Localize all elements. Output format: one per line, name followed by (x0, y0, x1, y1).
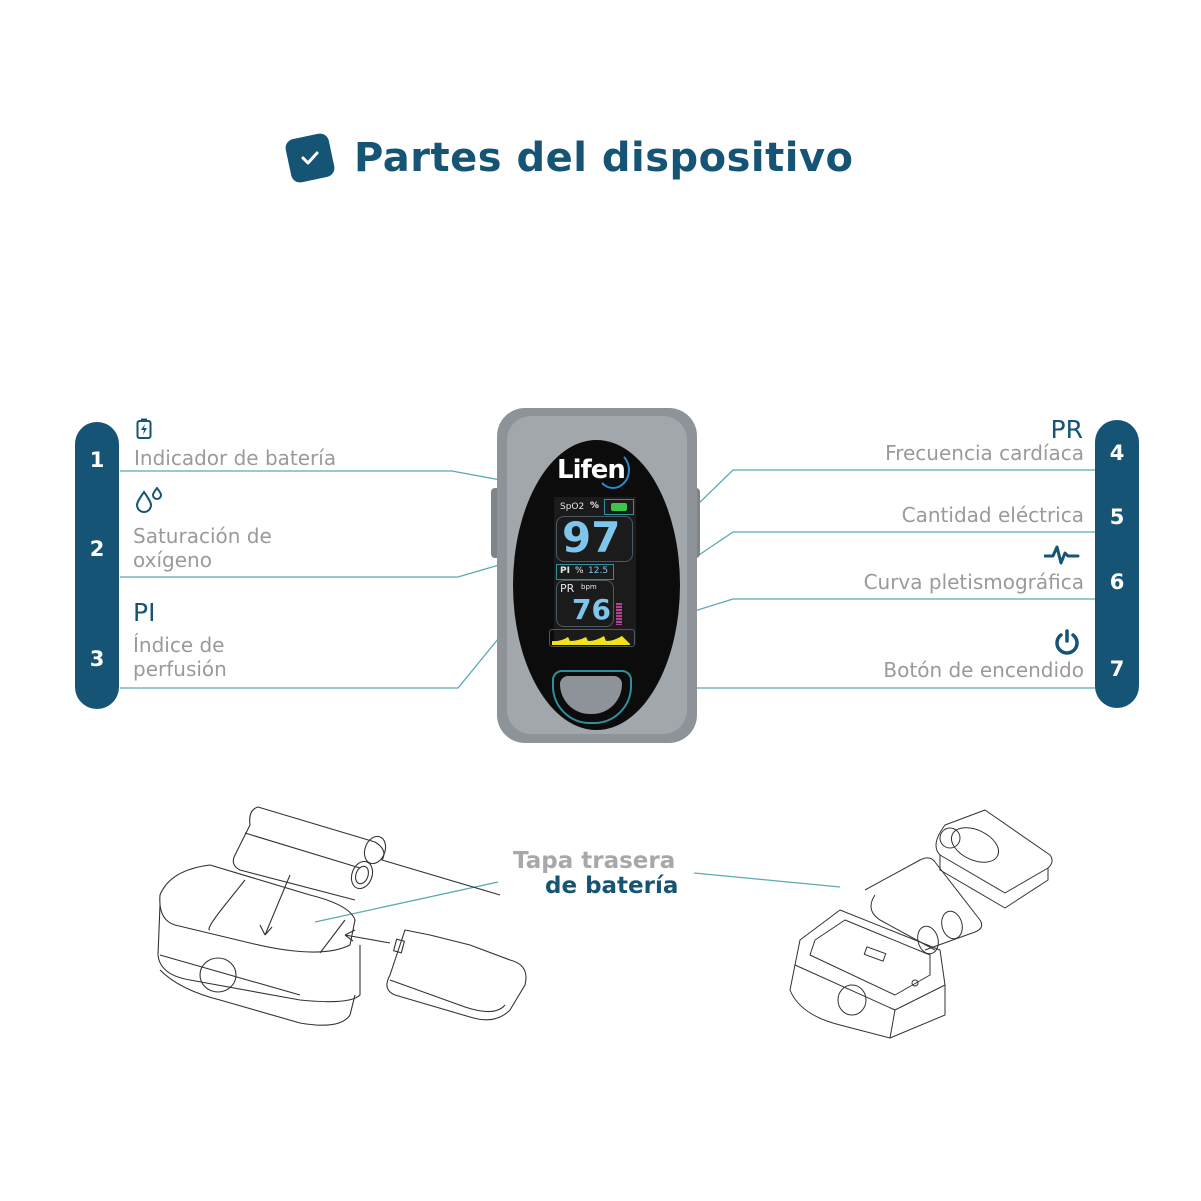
page-title: Partes del dispositivo (354, 135, 854, 181)
heading-pr: PR (1050, 415, 1083, 444)
pr-unit: bpm (581, 583, 597, 591)
water-drops-icon (134, 486, 164, 517)
battery-compartment-diagram (789, 809, 1053, 1039)
spo2-value: 97 (562, 513, 621, 562)
label-perfusion-index: Índice de perfusión (133, 633, 227, 681)
electric-quantity-bars (616, 603, 622, 625)
part-number-2: 2 (89, 537, 105, 561)
part-number-6: 6 (1109, 570, 1125, 594)
pi-unit: % (575, 566, 584, 576)
battery-cover-label-line1: Tapa trasera (513, 848, 676, 874)
pr-label: PR (560, 582, 575, 595)
label-power-button: Botón de encendido (883, 658, 1084, 682)
spo2-label: SpO2 (560, 502, 585, 512)
check-badge-icon (283, 131, 337, 185)
spo2-unit: % (590, 501, 600, 511)
part-number-3: 3 (89, 647, 105, 671)
pulse-wave-icon (1043, 543, 1080, 571)
label-plethysmographic-curve: Curva pletismográfica (863, 570, 1084, 594)
label-oxygen-saturation: Saturación de oxígeno (133, 524, 272, 572)
device-screen: SpO2 % 97 PI % 12.5 PR bpm 76 (549, 497, 636, 647)
pi-value: 12.5 (588, 566, 609, 576)
label-heart-rate: Frecuencia cardíaca (885, 441, 1084, 465)
part-number-7: 7 (1109, 657, 1125, 681)
heading-pi: PI (133, 598, 156, 627)
label-battery-indicator: Indicador de batería (134, 446, 337, 470)
battery-insertion-diagram (157, 806, 527, 1026)
spo2-box (556, 516, 633, 562)
page-header: Partes del dispositivo (283, 131, 854, 185)
left-number-bar (75, 422, 119, 709)
battery-indicator (604, 499, 634, 515)
battery-charging-icon (136, 418, 152, 444)
pr-value: 76 (572, 593, 611, 626)
pleth-box (549, 629, 635, 647)
label-electric-quantity: Cantidad eléctrica (901, 503, 1084, 527)
pr-box (556, 580, 614, 627)
right-number-bar (1095, 420, 1139, 708)
battery-level-icon (611, 503, 627, 511)
part-number-4: 4 (1109, 441, 1125, 465)
part-number-5: 5 (1109, 505, 1125, 529)
battery-cover-label-line2: de batería (545, 873, 679, 899)
power-icon (1053, 628, 1081, 660)
pi-label: PI (560, 566, 570, 576)
device-side-clip-left (491, 488, 501, 558)
part-number-1: 1 (89, 448, 105, 472)
pi-box (556, 564, 614, 580)
pleth-wave-icon (552, 636, 630, 645)
logo-ring (596, 451, 630, 489)
